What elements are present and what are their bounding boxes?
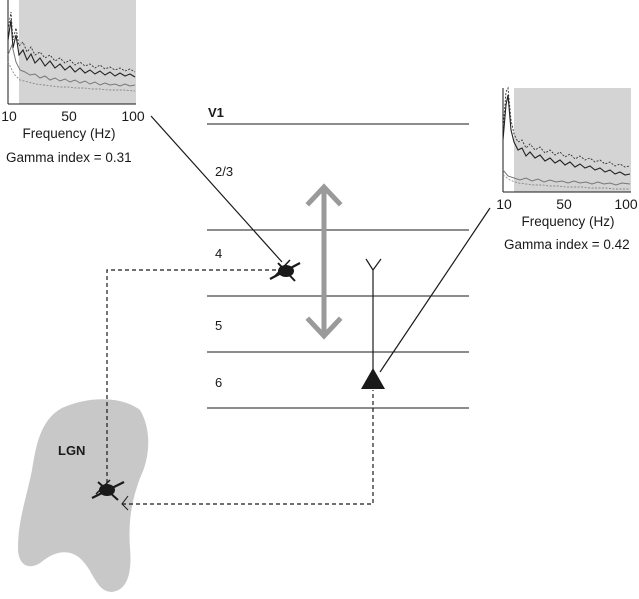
connector-layer4-spectrum bbox=[150, 115, 283, 263]
tick-label-50: 50 bbox=[556, 196, 572, 212]
lgn-terminal-icon bbox=[121, 495, 129, 511]
stellate-soma-icon bbox=[278, 265, 294, 277]
layer-label-5: 5 bbox=[215, 318, 222, 333]
layer-label-6: 6 bbox=[215, 375, 222, 390]
gamma-band-shade bbox=[514, 88, 631, 192]
lgn-to-layer4-projection bbox=[106, 269, 282, 490]
spectrum-trace-gray bbox=[7, 43, 136, 87]
pyramidal-soma-icon bbox=[361, 368, 385, 389]
x-axis-label: Frequency (Hz) bbox=[22, 126, 115, 141]
spectrum-trace-upper bbox=[502, 86, 631, 168]
layer4-terminal-icon bbox=[280, 263, 287, 277]
layer6-to-lgn-projection bbox=[122, 390, 374, 505]
gamma-index-label: Gamma index = 0.31 bbox=[6, 150, 132, 165]
spectrum-trace-upper bbox=[7, 11, 136, 73]
layer-label-4: 4 bbox=[215, 246, 222, 261]
tick-label-100: 100 bbox=[121, 108, 145, 124]
dashed-projections bbox=[106, 269, 374, 505]
layer6-pyramidal-neuron bbox=[361, 258, 385, 389]
tick-label-50: 50 bbox=[61, 108, 77, 124]
spectrum-trace-dark bbox=[502, 94, 631, 176]
connector-layer6-spectrum bbox=[379, 207, 491, 373]
lgn-shape bbox=[18, 399, 149, 592]
spectrum-panel-layer4: 10 50 100 Frequency (Hz) Gamma index = 0… bbox=[1, 0, 145, 165]
area-label-v1: V1 bbox=[208, 105, 224, 120]
gamma-index-label: Gamma index = 0.42 bbox=[504, 237, 630, 252]
layer-label-2-3: 2/3 bbox=[215, 164, 233, 179]
spectrum-trace-gray-lower bbox=[7, 61, 136, 92]
spectrum-panel-layer6: 10 50 100 Frequency (Hz) Gamma index = 0… bbox=[496, 86, 638, 252]
gamma-band-shade bbox=[19, 0, 136, 104]
spectrum-trace-gray-lower bbox=[502, 174, 630, 190]
cortical-layer-lines bbox=[207, 123, 469, 409]
tick-label-100: 100 bbox=[614, 196, 638, 212]
double-arrow-icon bbox=[305, 183, 343, 340]
spectrum-trace-dark bbox=[7, 19, 136, 78]
lgn-label: LGN bbox=[58, 443, 85, 458]
tick-label-10: 10 bbox=[1, 108, 17, 124]
spectrum-trace-gray bbox=[502, 169, 631, 186]
x-axis-label: Frequency (Hz) bbox=[521, 214, 614, 229]
tick-label-10: 10 bbox=[496, 196, 512, 212]
